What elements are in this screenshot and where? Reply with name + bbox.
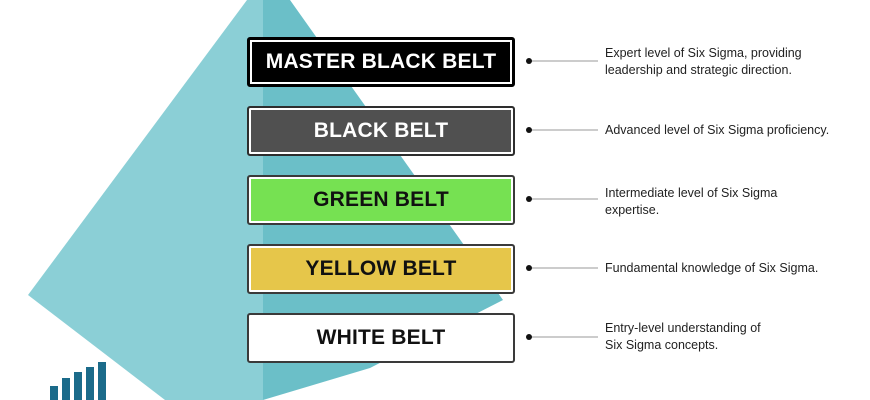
- belt-label: MASTER BLACK BELT: [265, 50, 497, 73]
- belt-label: BLACK BELT: [313, 119, 449, 142]
- belt-yellow: YELLOW BELT: [247, 244, 515, 294]
- description-black: Advanced level of Six Sigma proficiency.: [605, 123, 830, 137]
- description-master-black: Expert level of Six Sigma, providing lea…: [605, 46, 802, 77]
- description-white: Entry-level understanding of Six Sigma c…: [605, 321, 761, 352]
- connector-3: [526, 196, 598, 202]
- belt-black: BLACK BELT: [247, 106, 515, 156]
- belt-label: YELLOW BELT: [305, 257, 457, 280]
- connector-2: [526, 127, 598, 133]
- belt-label: WHITE BELT: [316, 326, 446, 349]
- connector-5: [526, 334, 598, 340]
- pyramid-left-face: [28, 0, 263, 400]
- bar-chart-icon: [50, 362, 106, 400]
- connector-4: [526, 265, 598, 271]
- belt-master-black: MASTER BLACK BELT: [247, 37, 515, 87]
- description-yellow: Fundamental knowledge of Six Sigma.: [605, 261, 819, 275]
- belt-green: GREEN BELT: [247, 175, 515, 225]
- description-green: Intermediate level of Six Sigma expertis…: [605, 186, 778, 217]
- belt-label: GREEN BELT: [313, 188, 449, 211]
- belt-white: WHITE BELT: [247, 313, 515, 363]
- connector-1: [526, 58, 598, 64]
